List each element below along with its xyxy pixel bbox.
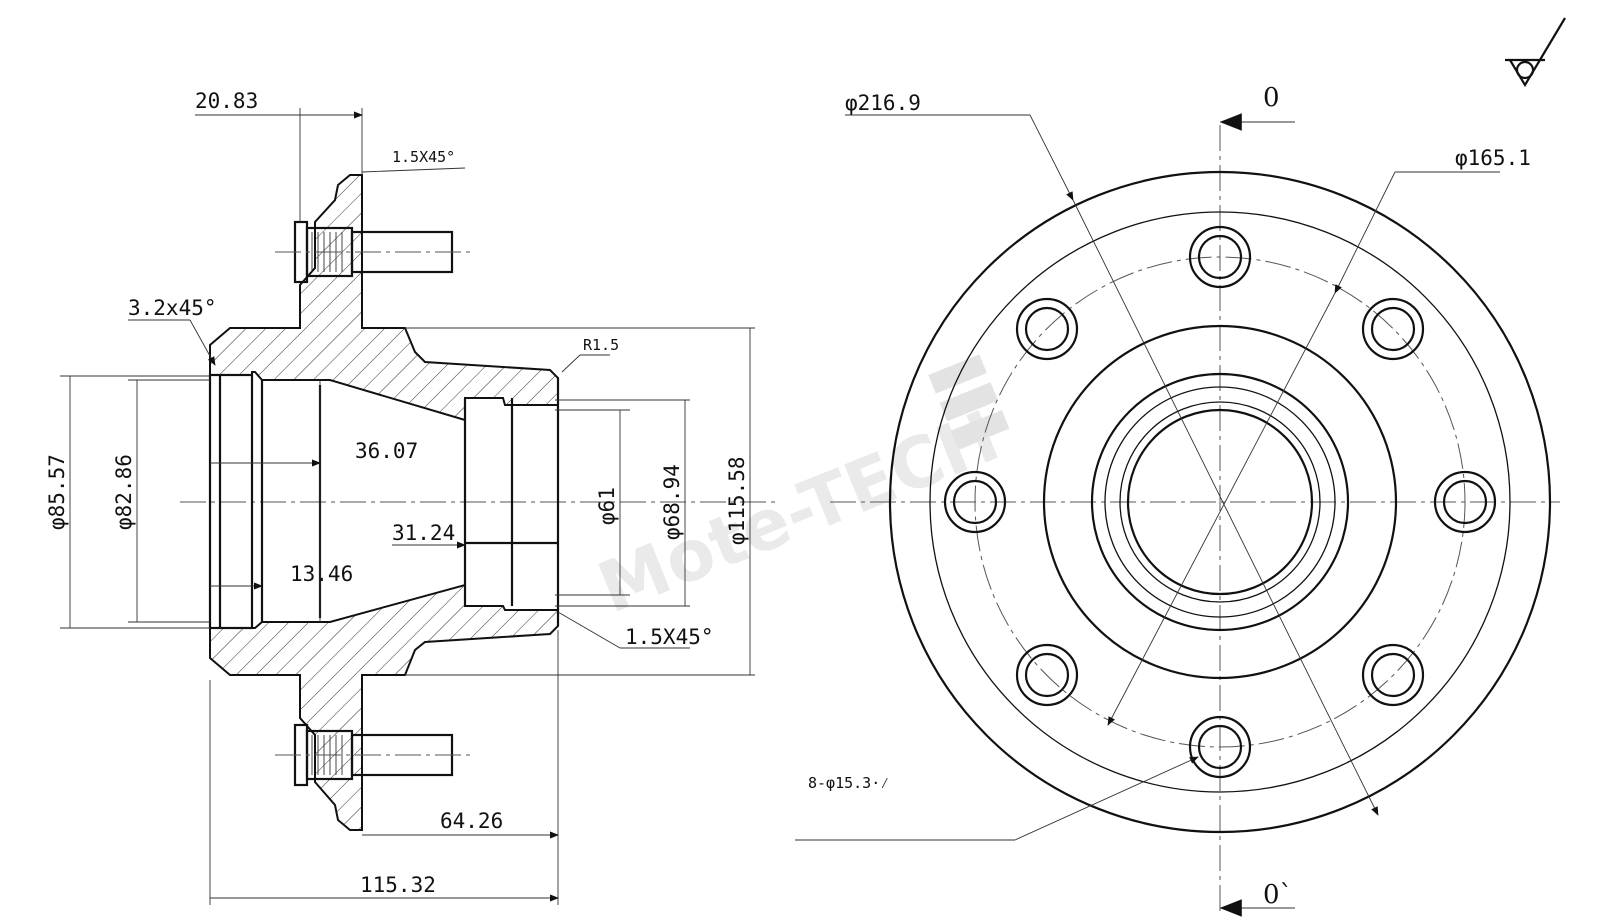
section-mark-bottom: 0` bbox=[1263, 880, 1293, 910]
dia-115-58: φ115.58 bbox=[725, 456, 749, 545]
radius-label: R1.5 bbox=[583, 336, 619, 354]
dia-165-1: φ165.1 bbox=[1455, 146, 1531, 170]
bolt-holes bbox=[943, 225, 1497, 779]
surface-finish-symbol bbox=[1505, 17, 1566, 88]
chamfer-bottom-label: 1.5X45° bbox=[625, 625, 714, 649]
dim-115-32: 115.32 bbox=[360, 873, 436, 897]
pcd-circle bbox=[974, 256, 1466, 748]
dim-36-07: 36.07 bbox=[355, 439, 418, 463]
dia-68-94: φ68.94 bbox=[660, 464, 684, 540]
stud-upper bbox=[275, 220, 470, 284]
dim-20-83: 20.83 bbox=[195, 89, 258, 113]
holes-label: 8-φ15.3·⁄ bbox=[808, 774, 889, 792]
section-upper bbox=[209, 174, 559, 422]
dia-61: φ61 bbox=[595, 487, 619, 525]
flange-outer-circle bbox=[888, 170, 1552, 834]
chamfer-left-label: 3.2x45° bbox=[128, 296, 217, 320]
dia-216-9: φ216.9 bbox=[845, 91, 921, 115]
section-mark-top: 0 bbox=[1263, 83, 1280, 113]
dim-31-24: 31.24 bbox=[392, 521, 455, 545]
section-lower bbox=[209, 583, 559, 831]
side-section-view bbox=[60, 108, 780, 905]
dim-13-46: 13.46 bbox=[290, 562, 353, 586]
dim-64-26: 64.26 bbox=[440, 809, 503, 833]
stud-lower bbox=[275, 723, 470, 787]
dia-85-57: φ85.57 bbox=[45, 454, 69, 530]
dia-82-86: φ82.86 bbox=[112, 454, 136, 530]
front-view bbox=[795, 17, 1566, 917]
chamfer-top-label: 1.5X45° bbox=[392, 148, 455, 166]
